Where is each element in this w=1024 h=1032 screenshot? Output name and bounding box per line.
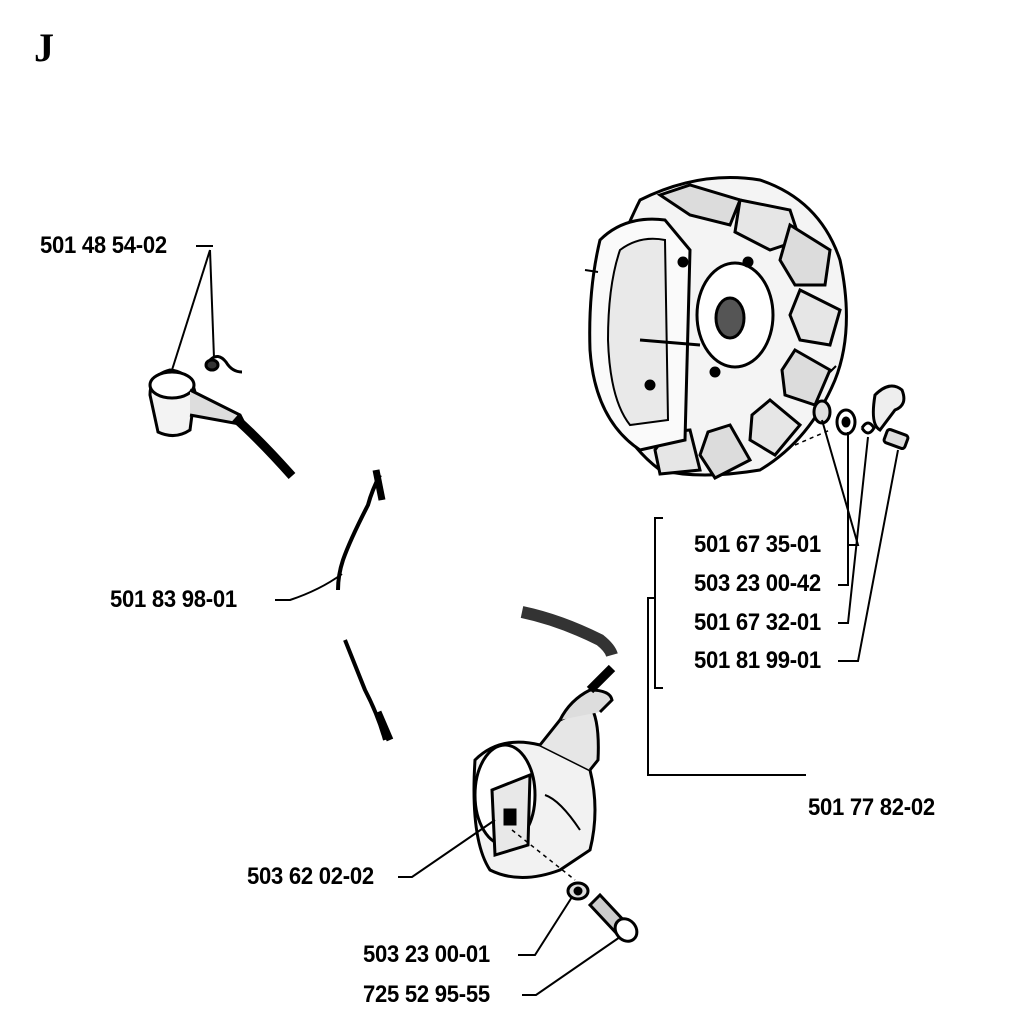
spark-plug-boot-drawing — [148, 355, 296, 479]
part-number-label: 501 83 98-01 — [110, 586, 237, 613]
leader-lines — [171, 245, 899, 996]
part-number-label: 501 67 32-01 — [694, 609, 821, 636]
part-number-label: 725 52 95-55 — [363, 981, 490, 1008]
part-number-label: 503 62 02-02 — [247, 863, 374, 890]
part-number-label: 501 77 82-02 — [808, 794, 935, 821]
part-number-label: 501 81 99-01 — [694, 647, 821, 674]
module-hardware — [566, 881, 639, 943]
section-letter: J — [34, 25, 54, 70]
ignition-module-drawing — [472, 664, 616, 881]
part-number-label: 501 67 35-01 — [694, 531, 821, 558]
part-number-label: 501 48 54-02 — [40, 232, 167, 259]
flywheel-hardware — [794, 365, 910, 450]
part-number-label: 503 23 00-42 — [694, 570, 821, 597]
part-number-label: 503 23 00-01 — [363, 941, 490, 968]
ignition-cable-drawing — [336, 469, 618, 742]
flywheel-drawing — [584, 176, 848, 480]
